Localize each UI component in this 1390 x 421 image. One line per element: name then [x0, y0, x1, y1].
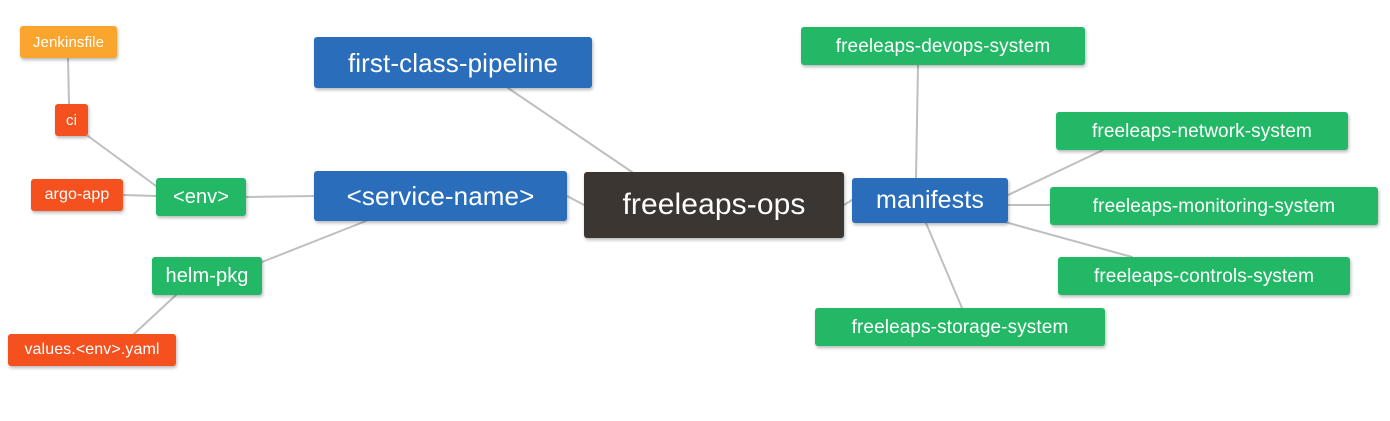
edge-manifests-to-freeleaps-controls-system [1004, 221, 1133, 258]
node-label-ci: ci [65, 111, 78, 129]
node-label-manifests: manifests [876, 186, 984, 214]
edge-manifests-to-freeleaps-storage-system [925, 222, 963, 309]
node-argo-app[interactable]: argo-app [31, 179, 123, 211]
edge-freeleaps-ops-to-manifests [843, 199, 853, 206]
node-label-values-env-yaml: values.<env>.yaml [24, 341, 160, 358]
edge-freeleaps-ops-to-first-class-pipeline [507, 87, 633, 173]
node-jenkinsfile[interactable]: Jenkinsfile [20, 26, 117, 58]
node-label-freeleaps-monitoring-system: freeleaps-monitoring-system [1092, 195, 1336, 217]
node-env[interactable]: <env> [156, 178, 246, 216]
node-label-argo-app: argo-app [44, 186, 110, 203]
node-label-freeleaps-network-system: freeleaps-network-system [1092, 120, 1312, 142]
node-helm-pkg[interactable]: helm-pkg [152, 257, 262, 295]
node-label-freeleaps-storage-system: freeleaps-storage-system [851, 316, 1069, 338]
edge-ci-to-jenkinsfile [67, 57, 70, 105]
node-manifests[interactable]: manifests [852, 178, 1008, 223]
node-label-env: <env> [172, 186, 230, 208]
edge-freeleaps-ops-to-service-name [566, 195, 585, 206]
node-first-class-pipeline[interactable]: first-class-pipeline [314, 37, 592, 88]
node-label-freeleaps-ops: freeleaps-ops [622, 188, 806, 221]
node-freeleaps-ops[interactable]: freeleaps-ops [584, 172, 844, 238]
node-freeleaps-devops-system[interactable]: freeleaps-devops-system [801, 27, 1085, 65]
node-freeleaps-storage-system[interactable]: freeleaps-storage-system [815, 308, 1105, 346]
node-label-first-class-pipeline: first-class-pipeline [347, 47, 559, 78]
edge-manifests-to-freeleaps-devops-system [915, 64, 919, 179]
node-freeleaps-network-system[interactable]: freeleaps-network-system [1056, 112, 1348, 150]
node-values-env-yaml[interactable]: values.<env>.yaml [8, 334, 176, 366]
node-freeleaps-monitoring-system[interactable]: freeleaps-monitoring-system [1050, 187, 1378, 225]
node-label-service-name: <service-name> [346, 181, 535, 211]
node-service-name[interactable]: <service-name> [314, 171, 567, 221]
edge-service-name-to-helm-pkg [261, 220, 367, 263]
node-label-freeleaps-devops-system: freeleaps-devops-system [835, 35, 1051, 57]
edge-service-name-to-env [245, 195, 315, 198]
node-freeleaps-controls-system[interactable]: freeleaps-controls-system [1058, 257, 1350, 295]
node-ci[interactable]: ci [55, 104, 88, 136]
edge-env-to-argo-app [122, 194, 157, 197]
node-label-helm-pkg: helm-pkg [165, 265, 249, 287]
edge-helm-pkg-to-values-env-yaml [133, 294, 177, 335]
node-label-jenkinsfile: Jenkinsfile [32, 33, 105, 51]
node-label-freeleaps-controls-system: freeleaps-controls-system [1093, 265, 1315, 287]
